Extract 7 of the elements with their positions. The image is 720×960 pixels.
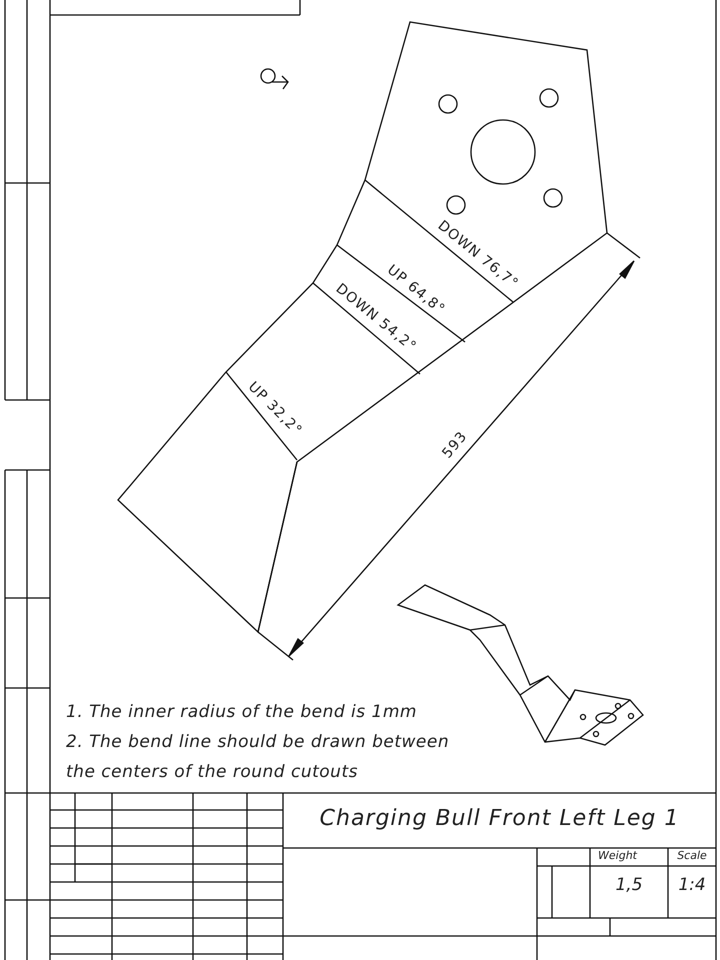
note-text: 1. The inner radius of the bend is 1mm	[66, 701, 418, 724]
table-header: Weight	[597, 850, 638, 861]
title: Charging Bull Front Left Leg 1	[318, 808, 680, 830]
table-header: Scale	[676, 850, 708, 861]
note-text: 2. The bend line should be drawn between the centers of the round cutouts	[66, 731, 450, 784]
table-value: 1,5	[614, 877, 644, 894]
table-value: 1:4	[677, 877, 707, 894]
